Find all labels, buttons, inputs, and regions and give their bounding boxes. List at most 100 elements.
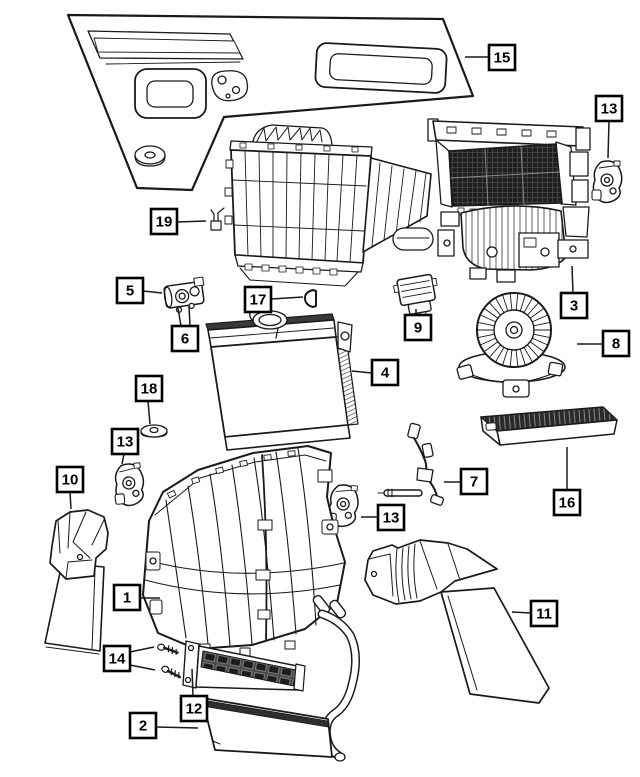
expansion-valve (163, 276, 205, 313)
callout-number: 6 (181, 331, 189, 348)
leader-line (188, 305, 191, 327)
callout-number: 18 (141, 381, 158, 398)
callout-number: 2 (139, 718, 147, 735)
callout-number: 9 (414, 320, 422, 337)
callout-number: 5 (126, 283, 134, 300)
evaporator-core (205, 309, 359, 451)
callout-17[interactable]: 17 (243, 285, 304, 314)
callout-1[interactable]: 1 (112, 583, 160, 612)
leader-line (69, 491, 72, 510)
callout-number: 10 (62, 472, 79, 489)
callout-number: 15 (494, 50, 511, 67)
callout-13[interactable]: 13 (594, 94, 624, 159)
callout-box-expansion-valve[interactable] (115, 276, 145, 305)
callout-19[interactable]: 19 (149, 207, 207, 236)
callout-13[interactable]: 13 (361, 503, 406, 532)
leader-line (607, 120, 610, 159)
callout-16[interactable]: 16 (552, 447, 582, 517)
blower-scroll (460, 205, 567, 271)
callout-box-mounting-screws[interactable] (102, 644, 132, 673)
callout-box-grommet[interactable] (134, 374, 164, 403)
callout-box-air-duct-left[interactable] (55, 465, 85, 494)
callout-box-door-actuator-center[interactable] (376, 503, 406, 532)
callout-box-lower-duct[interactable] (128, 711, 158, 740)
callout-number: 12 (186, 701, 203, 718)
callout-11[interactable]: 11 (511, 599, 559, 628)
callout-box-retainer[interactable] (243, 285, 273, 314)
retainer-clip (210, 207, 225, 231)
cabin-air-filter (480, 406, 618, 446)
callout-2[interactable]: 2 (128, 711, 199, 740)
callout-6[interactable]: 6 (170, 305, 200, 353)
leader-line (155, 726, 199, 729)
air-duct-right (364, 539, 550, 704)
callout-number: 16 (559, 495, 576, 512)
callout-number: 17 (250, 292, 267, 309)
leader-line (129, 664, 156, 671)
leader-line (121, 453, 125, 465)
callout-13[interactable]: 13 (110, 427, 140, 465)
hvac-housing (142, 445, 346, 657)
vacuum-pod (392, 227, 434, 251)
callout-box-heater-core[interactable] (179, 694, 209, 723)
callout-12[interactable]: 12 (179, 668, 209, 723)
heater-core (182, 640, 306, 692)
callout-box-hvac-housing[interactable] (112, 583, 142, 612)
callout-box-door-actuator-left[interactable] (110, 427, 140, 456)
suction-line-coil (249, 309, 288, 339)
heater-ac-unit (224, 124, 434, 287)
defroster-vent-opening (314, 42, 448, 94)
callout-15[interactable]: 15 (465, 43, 517, 72)
grommet (140, 424, 168, 438)
mounting-screws (157, 643, 182, 679)
callout-box-blower-motor[interactable] (601, 329, 631, 358)
air-inlet-housing (427, 118, 591, 283)
leader-line (177, 307, 182, 327)
callout-7[interactable]: 7 (444, 467, 489, 496)
callout-box-air-inlet-housing[interactable] (559, 291, 589, 320)
callout-4[interactable]: 4 (351, 358, 400, 387)
callout-9[interactable]: 9 (403, 309, 433, 342)
callout-box-blower-power-module[interactable] (403, 313, 433, 342)
callout-8[interactable]: 8 (577, 329, 631, 358)
callout-number: 13 (601, 101, 618, 118)
panel-grommet (134, 145, 166, 167)
transition-funnel (362, 157, 432, 253)
probe-harness (377, 422, 445, 506)
door-actuator-right (591, 160, 623, 204)
blower-motor (456, 292, 566, 398)
callout-number: 19 (156, 214, 173, 231)
leader-line (511, 611, 532, 614)
callout-number: 1 (123, 590, 131, 607)
callout-5[interactable]: 5 (115, 276, 163, 305)
callout-box-cabin-air-filter[interactable] (552, 488, 582, 517)
callout-number: 7 (470, 474, 478, 491)
callout-number: 11 (536, 606, 552, 623)
leader-line (270, 296, 304, 300)
leader-line (176, 220, 207, 223)
retainer (304, 289, 317, 308)
callout-18[interactable]: 18 (134, 374, 164, 425)
callout-number: 3 (570, 298, 578, 315)
panel-bracket (211, 70, 249, 102)
callout-box-air-duct-right[interactable] (529, 599, 559, 628)
callout-box-cowl-top-panel[interactable] (487, 43, 517, 72)
callout-3[interactable]: 3 (559, 265, 589, 320)
callout-number: 4 (381, 365, 390, 382)
callout-10[interactable]: 10 (55, 465, 85, 510)
callout-box-valve-mounting-bolts[interactable] (170, 324, 200, 353)
hvac-panel-opening (134, 68, 207, 119)
callout-number: 14 (109, 651, 126, 668)
callout-number: 13 (117, 434, 134, 451)
callout-14[interactable]: 14 (102, 644, 156, 673)
callout-box-door-actuator-right[interactable] (594, 94, 624, 123)
cowl-top-panel (66, 13, 475, 192)
leader-line (142, 290, 163, 294)
callout-box-retainer-clip[interactable] (149, 207, 179, 236)
callout-box-probe-harness[interactable] (459, 467, 489, 496)
leader-line (191, 668, 194, 697)
callout-box-evaporator-core[interactable] (370, 358, 400, 387)
callout-number: 13 (383, 510, 400, 527)
air-duct-left (44, 509, 109, 655)
